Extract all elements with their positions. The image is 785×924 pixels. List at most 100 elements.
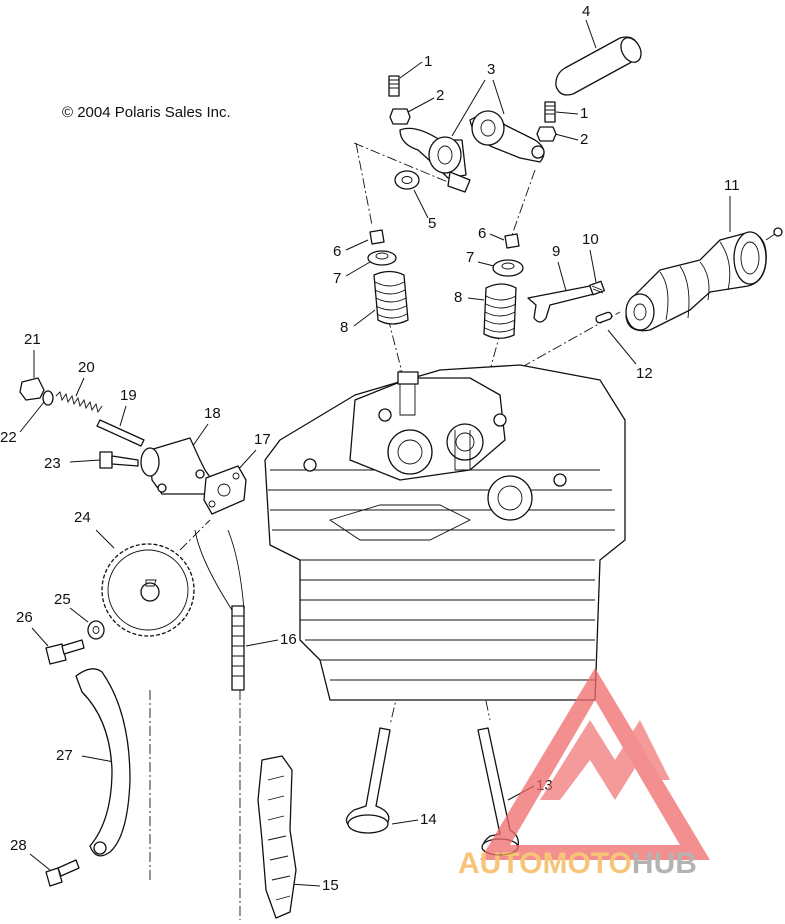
svg-text:16: 16 [280,631,297,648]
svg-text:4: 4 [582,3,590,20]
part-rocker-arm-a [399,127,471,193]
part-camshaft-11 [625,227,783,332]
svg-text:22: 22 [0,429,17,446]
part-retainer-7b [492,259,524,277]
callout-1b: 1 [555,105,588,122]
callout-10: 10 [582,231,599,283]
svg-text:5: 5 [428,215,436,232]
part-nut-2b [536,126,557,142]
svg-text:27: 27 [56,747,73,764]
part-bolt-1b [544,101,556,123]
part-rod-19 [96,419,145,447]
svg-text:1: 1 [580,105,588,122]
svg-text:6: 6 [333,243,341,260]
callout-19: 19 [119,387,137,427]
svg-text:14: 14 [420,811,437,828]
part-plug-21 [19,377,45,401]
callout-8a: 8 [340,309,376,336]
watermark-text-auto: AUTO [458,847,542,880]
callout-6b: 6 [478,225,505,242]
part-chain-guide-15 [257,755,297,919]
callout-11: 11 [724,177,740,232]
part-rocker-arm-b [469,110,545,163]
callout-7b: 7 [466,249,495,267]
part-washer-5 [394,170,420,190]
part-bolt-26 [45,639,85,665]
part-cam-chain-16 [194,529,245,691]
svg-text:15: 15 [322,877,339,894]
callout-1a: 1 [399,53,432,79]
svg-text:7: 7 [333,270,341,287]
part-spring-10 [589,280,605,296]
part-nut-2a [389,108,411,125]
svg-text:6: 6 [478,225,486,242]
svg-text:17: 17 [254,431,271,448]
callout-4: 4 [582,3,597,49]
callout-18: 18 [189,405,221,451]
part-spring-8b [483,283,517,339]
callout-12: 12 [607,329,653,382]
svg-text:19: 19 [120,387,137,404]
svg-text:23: 23 [44,455,61,472]
svg-text:1: 1 [424,53,432,70]
part-tensioner-18 [140,437,213,495]
part-bolt-23 [99,451,139,469]
copyright-text: © 2004 Polaris Sales Inc. [62,104,231,121]
part-spring-8a [373,270,409,325]
callout-20: 20 [75,359,95,397]
part-chain-guide-27 [75,668,131,857]
part-oring-22 [42,390,54,406]
svg-text:8: 8 [454,289,462,306]
callout-6a: 6 [333,239,369,260]
part-gasket-17 [203,465,247,515]
svg-text:7: 7 [466,249,474,266]
part-washer-25 [87,620,105,640]
part-keeper-6a [369,229,385,245]
svg-text:21: 21 [24,331,41,348]
svg-text:24: 24 [74,509,91,526]
watermark-text-moto: MOTO [542,847,631,880]
svg-text:9: 9 [552,243,560,260]
part-pin-12 [595,311,613,324]
part-decomp-lever-9 [527,285,595,323]
svg-text:25: 25 [54,591,71,608]
watermark-text-hub: HUB [632,847,697,880]
svg-text:20: 20 [78,359,95,376]
part-bolt-28 [45,859,80,887]
callout-24: 24 [74,509,115,549]
svg-text:10: 10 [582,231,599,248]
callout-27: 27 [56,747,115,764]
part-bolt-1a [388,75,400,97]
callout-16: 16 [245,631,297,648]
svg-text:12: 12 [636,365,653,382]
svg-text:28: 28 [10,837,27,854]
part-sprocket-24 [101,543,195,637]
callout-8b: 8 [454,289,485,306]
part-keeper-6b [504,233,520,249]
part-spring-20 [55,391,103,414]
svg-text:2: 2 [436,87,444,104]
svg-text:2: 2 [580,131,588,148]
svg-text:AUTOMOTOHUB: AUTOMOTOHUB [458,847,697,880]
cylinder-head [264,364,626,701]
part-valve-14 [345,727,391,834]
callout-15: 15 [289,877,339,894]
callout-9: 9 [552,243,569,299]
part-retainer-7a [367,250,397,266]
svg-text:26: 26 [16,609,33,626]
svg-text:11: 11 [724,177,740,194]
svg-text:8: 8 [340,319,348,336]
callout-25: 25 [54,591,89,623]
part-rocker-shaft [555,36,642,96]
callout-2a: 2 [407,87,444,113]
callout-21: 21 [24,331,41,378]
svg-text:18: 18 [204,405,221,422]
watermark-logo: AUTOMOTOHUB [458,668,710,880]
callout-26: 26 [16,609,49,647]
svg-text:3: 3 [487,61,495,78]
callout-14: 14 [391,811,437,828]
callout-5: 5 [413,189,436,232]
callout-3: 3 [451,61,505,137]
watermark-triangle-icon [480,668,710,860]
